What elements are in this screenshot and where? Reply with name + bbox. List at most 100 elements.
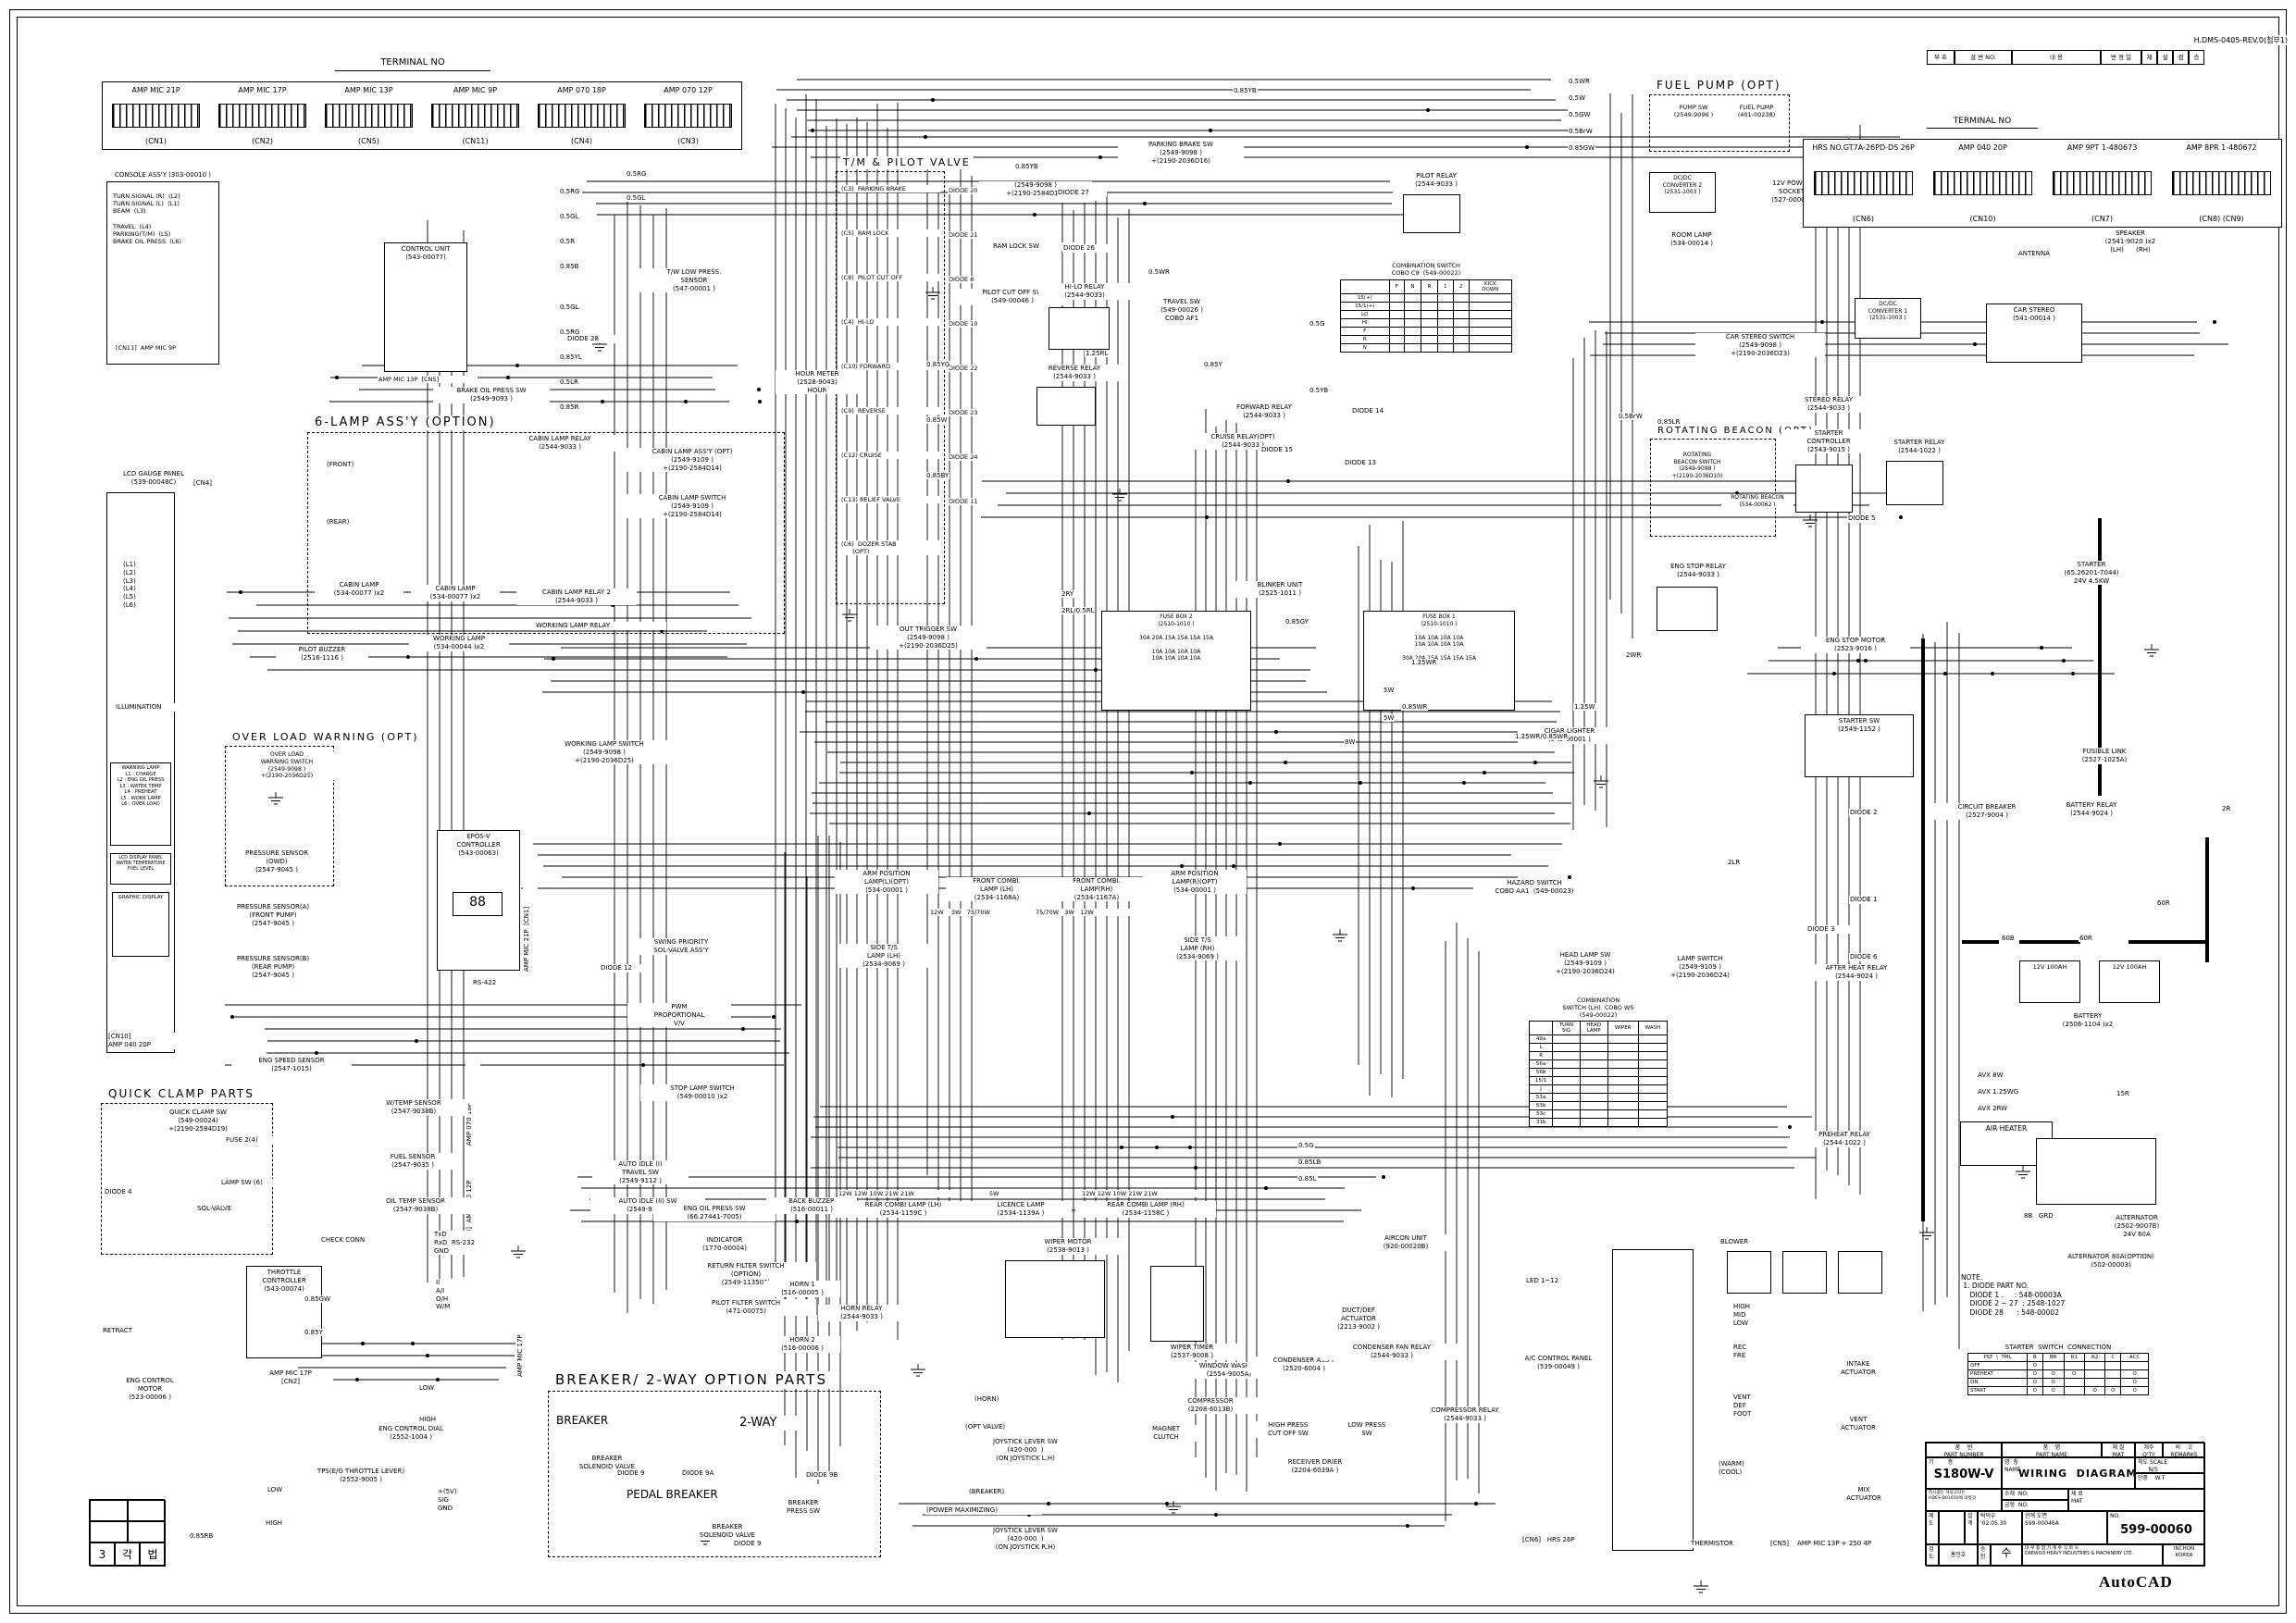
title-terminal-left: TERMINAL NO <box>335 57 490 71</box>
warm-cool: (WARM) (COOL) <box>1718 1460 1769 1477</box>
pilot-filter: PILOT FILTER SWITCH (471-00075) <box>676 1299 816 1316</box>
tm-r2: (C5) RAM LOCK <box>840 229 940 238</box>
lcd-label: LCD GAUGE PANEL (539-00048C) <box>102 470 205 487</box>
sec-quick: QUICK CLAMP PARTS <box>101 1087 273 1255</box>
wire-gauge-label: 0.85L <box>1297 1175 1318 1183</box>
wire-gauge-label: AVX 8W <box>1977 1072 2004 1079</box>
wire-gauge-label: 0.85GY <box>1285 618 1309 626</box>
pilot-box <box>1403 194 1460 233</box>
wire-gauge-label: 0.5BrW <box>1618 413 1644 420</box>
breaker-big: BREAKER <box>555 1414 639 1428</box>
watt-lh2: 12W 12W 10W 21W 21W <box>838 1190 958 1198</box>
diode-1: DIODE 1 <box>1849 896 1895 904</box>
connector-name: AMP 8PR 1-480672 <box>2186 143 2257 152</box>
connector-pins-icon <box>112 104 200 128</box>
projection-box: 3 각 법 <box>89 1499 166 1567</box>
compressor-relay: COMPRESSOR RELAY (2544-9033 ) <box>1403 1406 1527 1423</box>
circuit-breaker: CIRCUIT BREAKER (2527-9004 ) <box>1932 803 2042 820</box>
wire-gauge-label: 0.5GL <box>559 213 580 220</box>
tb-remarks: 비 고 REMARKS <box>2163 1443 2205 1457</box>
blinker: BLINKER UNIT (2525-1011 ) <box>1233 581 1327 598</box>
wire-gauge-label: AVX 2RW <box>1977 1105 2009 1112</box>
working-lamp: WORKING LAMP (534-00044 )x2 <box>409 635 509 651</box>
tb-doc-no-cap: NO. <box>2107 1511 2205 1544</box>
cabin-relay: CABIN LAMP RELAY (2544-9033 ) <box>504 435 615 452</box>
revision-strip-cell: 승 <box>2189 50 2204 65</box>
fan-speed: HIGH MID LOW <box>1732 1303 1769 1328</box>
watt-rh2: 12W 12W 10W 21W 21W <box>1081 1190 1201 1198</box>
horn-relay: HORN RELAY (2544-9033 ) <box>818 1305 905 1321</box>
vent-modes: VENT DEF FOOT <box>1732 1394 1769 1419</box>
tm-d23: DIODE 23 <box>948 409 998 417</box>
swing-priority: SWING PRIORITY SOL-VALVE ASS'Y <box>629 938 733 955</box>
tb-scale: 척도 SCALE N/S <box>2135 1457 2205 1473</box>
warning-box: WARNING LAMP L1 : CHARGE L2 : ENG OIL PR… <box>110 762 171 846</box>
grid-row-label: HI <box>1340 317 1390 328</box>
revision-strip-cell: 설 변 NO. <box>1955 50 2012 65</box>
tb-company: 대 우 종 합 기 계 주 식 회 사 DAEWOO HEAVY INDUSTR… <box>2022 1544 2163 1567</box>
projection-cell-2: 각 <box>115 1542 140 1567</box>
tw-low-press: T/W LOW PRESS. SENSOR (547-00001 ) <box>639 268 750 293</box>
connector-name: AMP MIC 17P <box>238 86 287 94</box>
grid-col: HEAD LAMP <box>1579 1021 1608 1036</box>
horn1: HORN 1 (516-00005 ) <box>764 1281 840 1297</box>
diode-9a: DIODE 9A <box>681 1469 733 1478</box>
outer-frame <box>9 9 2287 1614</box>
tb-part-number: 품 번 PART NUMBER <box>1926 1443 2002 1457</box>
wire-gauge-label: 0.85YG <box>925 361 951 368</box>
oiltemp: OIL TEMP SENSOR (2547-9038B) <box>357 1197 474 1214</box>
grid-col: WASH <box>1637 1021 1669 1036</box>
revision-strip-cell: 변 경 일 <box>2101 50 2141 65</box>
wire-gauge-label: 0.85LR <box>1657 418 1682 426</box>
joy-breaker: (BREAKER) <box>968 1488 1027 1496</box>
connector-pins-icon <box>2052 171 2153 195</box>
tm-r5: (C10) FORWARD <box>840 363 940 371</box>
connector-cn: (CN11) <box>462 137 489 145</box>
console-box-title: CONSOLE ASS'Y (303-00010 ) <box>111 171 215 180</box>
connector-cn: (CN2) <box>252 137 273 145</box>
wire-gauge-label: 0.85GW <box>304 1295 331 1303</box>
working-switch: WORKING LAMP SWITCH (2549-9098 ) +(2190-… <box>535 740 674 765</box>
diode-9c: DIODE 9 <box>733 1540 781 1548</box>
projection-blank-1 <box>90 1500 128 1521</box>
ps-a: PRESSURE SENSOR(A) (FRONT PUMP) (2547-90… <box>218 903 328 928</box>
grid-col: 1 <box>1436 279 1454 294</box>
epos-cn1: AMP MIC 21P [CN1] <box>523 868 538 972</box>
pilot-relay: PILOT RELAY (2544-9033 ) <box>1390 172 1483 189</box>
diode-2: DIODE 2 <box>1849 809 1895 817</box>
cabin-relay2: CABIN LAMP RELAY 2 (2544-9033 ) <box>516 588 637 605</box>
connector-pins-icon <box>431 104 519 128</box>
tb-approve-cap: 승 인 <box>1978 1544 1991 1567</box>
connector-name: AMP 9PT 1-480673 <box>2066 143 2138 152</box>
tb-designer: 박덕우 '02.05.30 <box>1978 1511 2022 1544</box>
grid-row-label: 15/1(+) <box>1340 301 1390 311</box>
diode-12: DIODE 12 <box>600 964 650 973</box>
tm-d20: DIODE 20 <box>948 187 998 195</box>
tb-draw-blank <box>1939 1511 1965 1544</box>
control-unit-cn: AMP MIC 13P [CN5] <box>378 376 478 384</box>
tb-part-name: 품 명 PART NAME <box>2002 1443 2102 1457</box>
cn6-tag: [CN6] HRS 26P <box>1521 1536 1612 1544</box>
dcdc2: DC/DC CONVERTER 2 (2531-1003 ) <box>1649 172 1716 213</box>
wiper-motor-box <box>1005 1260 1105 1338</box>
wire-gauge-label: 15R <box>2116 1090 2130 1097</box>
tb-related-drawing: 관계 도면 599-00046A <box>2022 1511 2107 1544</box>
speaker: SPEAKER (2541-9020 )x2 (LH) (RH) <box>2077 229 2184 254</box>
wire-gauge-label: 8W <box>1344 738 1357 746</box>
sec-fuel: FUEL PUMP (OPT) <box>1649 79 1790 152</box>
grid-row-label: R <box>1340 334 1390 344</box>
revision-strip-cell: 내 용 <box>2012 50 2101 65</box>
tm-d24: DIODE 24 <box>948 453 998 462</box>
breaker-press: BREAKER PRESS SW <box>766 1499 840 1516</box>
connector-cn: (CN5) <box>358 137 379 145</box>
connector-name: HRS NO.GT7A-26PD-DS 26P <box>1812 143 1915 152</box>
grid-row-label: R <box>1528 1051 1554 1061</box>
joy-horn: (HORN) <box>974 1395 1022 1404</box>
room-lamp: ROOM LAMP (534-00014 ) <box>1653 231 1731 248</box>
two-way: 2-WAY <box>738 1416 803 1431</box>
illumination: ILLUMINATION <box>115 703 187 712</box>
revision-strip-cell: 제 <box>2141 50 2157 65</box>
wire-gauge-label: 0.5BrW <box>1568 128 1594 135</box>
connector-pins-icon <box>2171 171 2272 195</box>
